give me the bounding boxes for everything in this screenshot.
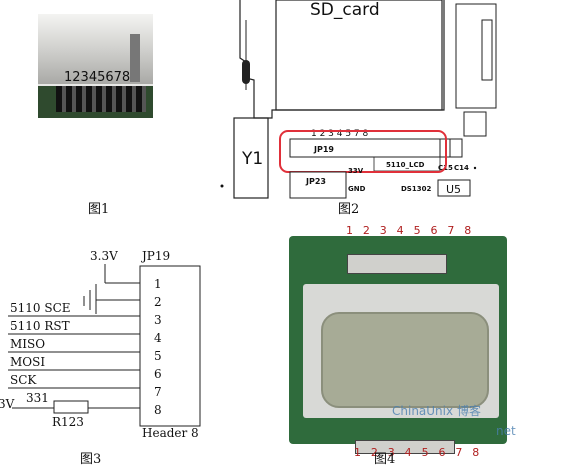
- lcd-board: [289, 236, 507, 454]
- vcc-label: 3.3V: [90, 249, 118, 263]
- ds1302-label: DS1302: [401, 185, 431, 193]
- svg-text:8: 8: [154, 403, 162, 417]
- header-pin-numbers: 1 2 3 4 5 6 7 8: [154, 277, 162, 417]
- jp23-label: JP23: [305, 177, 326, 186]
- lcd-frame: [303, 284, 499, 418]
- fig4-bottom-pin-numbers: 1 2 3 4 5 6 7 8: [354, 446, 483, 459]
- resistor-r123: [53, 400, 89, 414]
- bottom-header-pins: [355, 440, 455, 454]
- signal-mosi: MOSI: [10, 355, 45, 369]
- svg-text:4: 4: [154, 331, 162, 345]
- fig3-schematic: 3.3V JP19 Header 8 5110 SCE 5110 RST MIS…: [0, 249, 201, 440]
- resistor-value: 331: [26, 391, 49, 405]
- u5-label: U5: [446, 183, 461, 196]
- sd-card-label: SD_card: [310, 0, 380, 20]
- watermark-text: ChinaUnix 博客: [392, 404, 481, 418]
- signal-5110-sce: 5110 SCE: [10, 301, 71, 315]
- svg-text:6: 6: [154, 367, 162, 381]
- fig2-caption: 图2: [338, 202, 360, 217]
- fig3-caption: 图3: [80, 452, 102, 467]
- fig2-pcb-layout: SD_card Y1 1 2 3 4 5 7 8 JP19 5110_LCD C…: [220, 0, 497, 199]
- resistor-name: R123: [52, 415, 84, 429]
- gnd-label: GND: [348, 185, 366, 193]
- svg-text:7: 7: [154, 385, 162, 399]
- sd-slot: [130, 34, 140, 82]
- header-type: Header 8: [142, 426, 199, 440]
- svg-text:3: 3: [154, 313, 162, 327]
- fig4-caption: 图4: [374, 452, 396, 467]
- signal-5110-rst: 5110 RST: [10, 319, 70, 333]
- connector-pins: [56, 86, 146, 112]
- signal-sck: SCK: [10, 373, 37, 387]
- header-name: JP19: [140, 249, 170, 263]
- watermark-net: net: [496, 424, 516, 438]
- svg-text:1: 1: [154, 277, 162, 291]
- lcd-screen: [321, 312, 489, 408]
- fig2-pin-numbers: 1 2 3 4 5 7 8: [311, 129, 369, 139]
- fig1-pin-numbers: 12345678: [64, 70, 131, 85]
- fig4-lcd-photo: 1 2 3 4 5 6 7 8 1 2 3 4 5 6 7 8 ChinaUni…: [286, 220, 520, 459]
- fig4-top-pin-numbers: 1 2 3 4 5 6 7 8: [346, 224, 475, 237]
- lcd-label: 5110_LCD: [386, 161, 425, 169]
- v33-label: 33V: [348, 167, 364, 175]
- c14-label: C14: [454, 164, 469, 172]
- jp19-label: JP19: [313, 145, 334, 154]
- jp19-highlight: [279, 130, 447, 173]
- top-header-pins: [347, 254, 447, 274]
- y1-label: Y1: [241, 149, 263, 169]
- svg-text:5: 5: [154, 349, 162, 363]
- left-voltage: 3V: [0, 397, 15, 411]
- fig1-sd-connector-photo: 12345678: [38, 14, 153, 118]
- svg-text:2: 2: [154, 295, 162, 309]
- signal-miso: MISO: [10, 337, 45, 351]
- fig1-caption: 图1: [88, 202, 110, 217]
